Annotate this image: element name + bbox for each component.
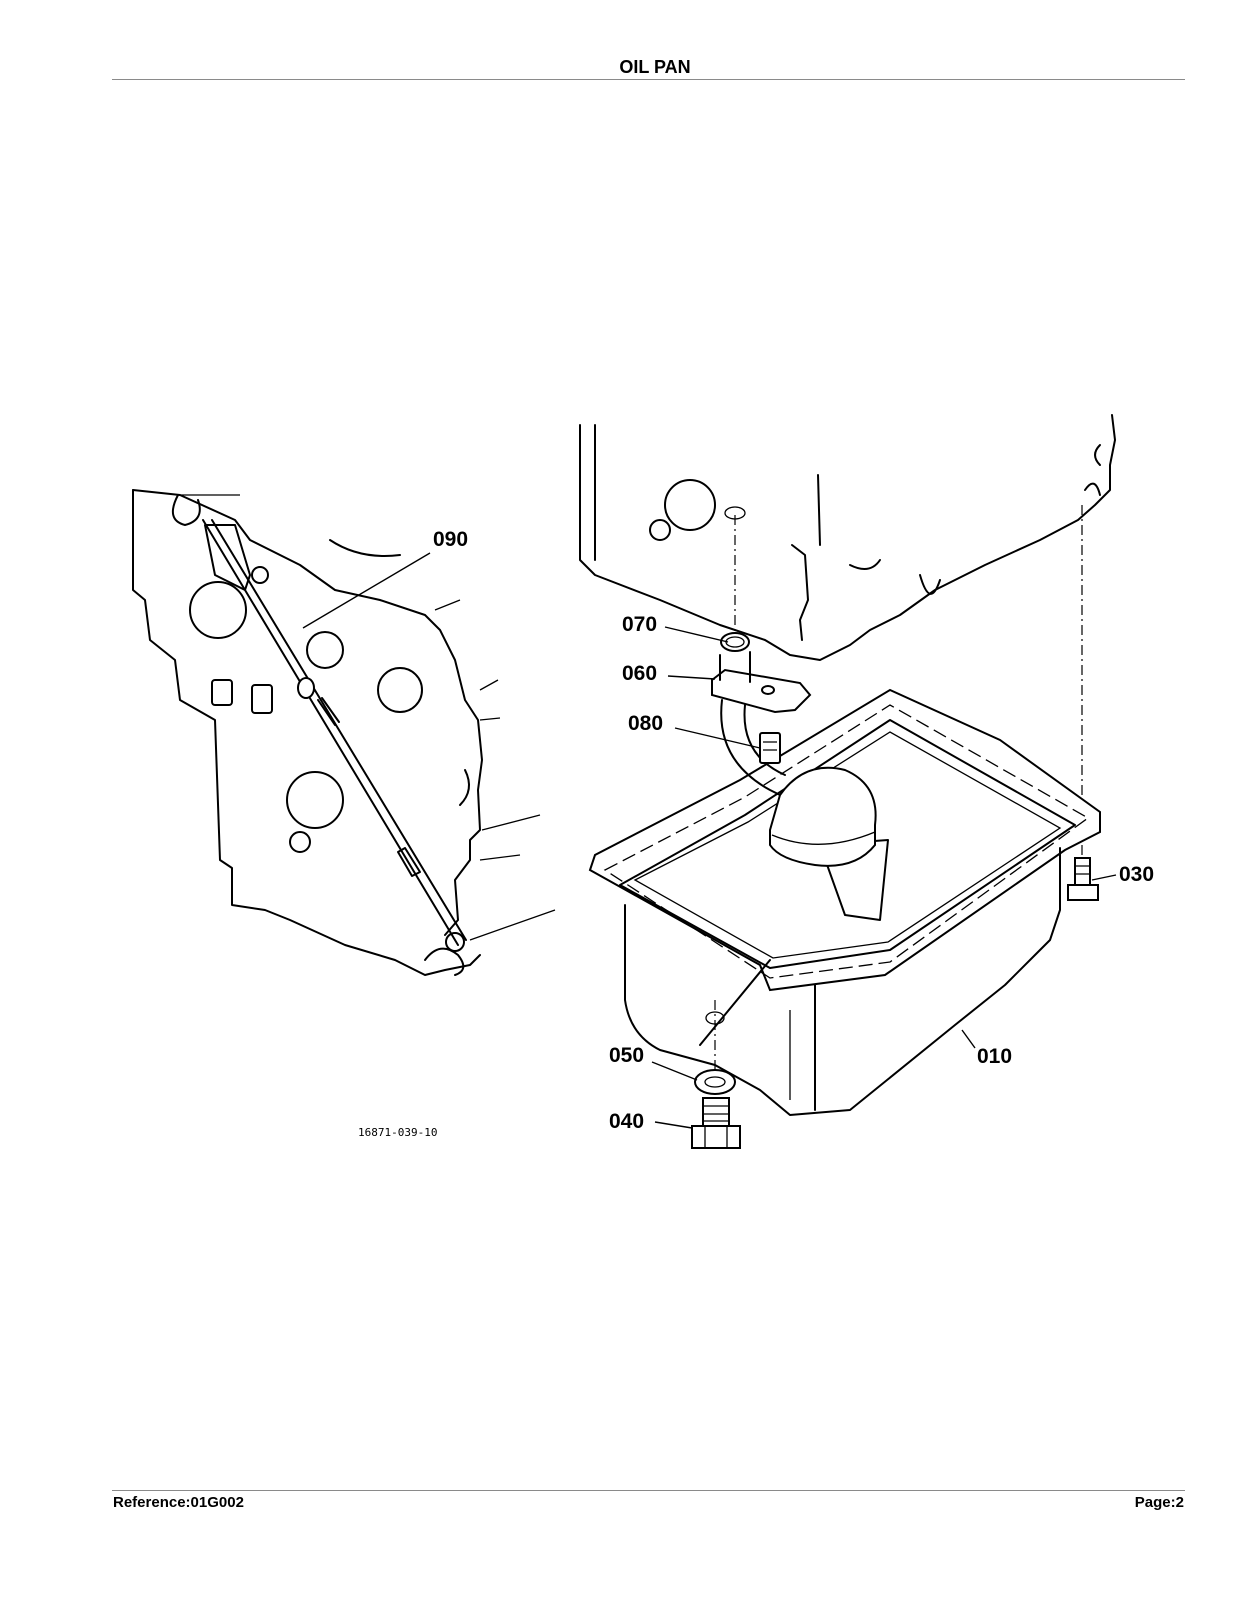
callout-060: 060	[622, 662, 657, 685]
callout-050: 050	[609, 1044, 644, 1067]
gasket-washer-icon	[694, 1069, 736, 1095]
callout-030: 030	[1119, 863, 1154, 886]
engine-block-front-icon	[132, 489, 556, 976]
callout-080: 080	[628, 712, 663, 735]
page-title: OIL PAN	[619, 57, 691, 77]
callout-010: 010	[977, 1045, 1012, 1068]
engine-block-bottom-icon	[579, 414, 1116, 661]
oil-pan-icon	[588, 688, 1101, 1116]
reference-label: Reference:01G002	[113, 1494, 244, 1511]
drawing-number: 16871-039-10	[358, 1126, 437, 1139]
drain-plug-icon	[691, 1097, 741, 1149]
footer-divider	[112, 1490, 1185, 1491]
header-divider	[112, 79, 1185, 80]
pan-bolt-icon	[1067, 857, 1099, 901]
callout-090: 090	[433, 528, 468, 551]
page-number: Page:2	[1134, 1494, 1184, 1511]
callout-070: 070	[622, 613, 657, 636]
dipstick-icon	[202, 519, 467, 952]
callout-040: 040	[609, 1110, 644, 1133]
